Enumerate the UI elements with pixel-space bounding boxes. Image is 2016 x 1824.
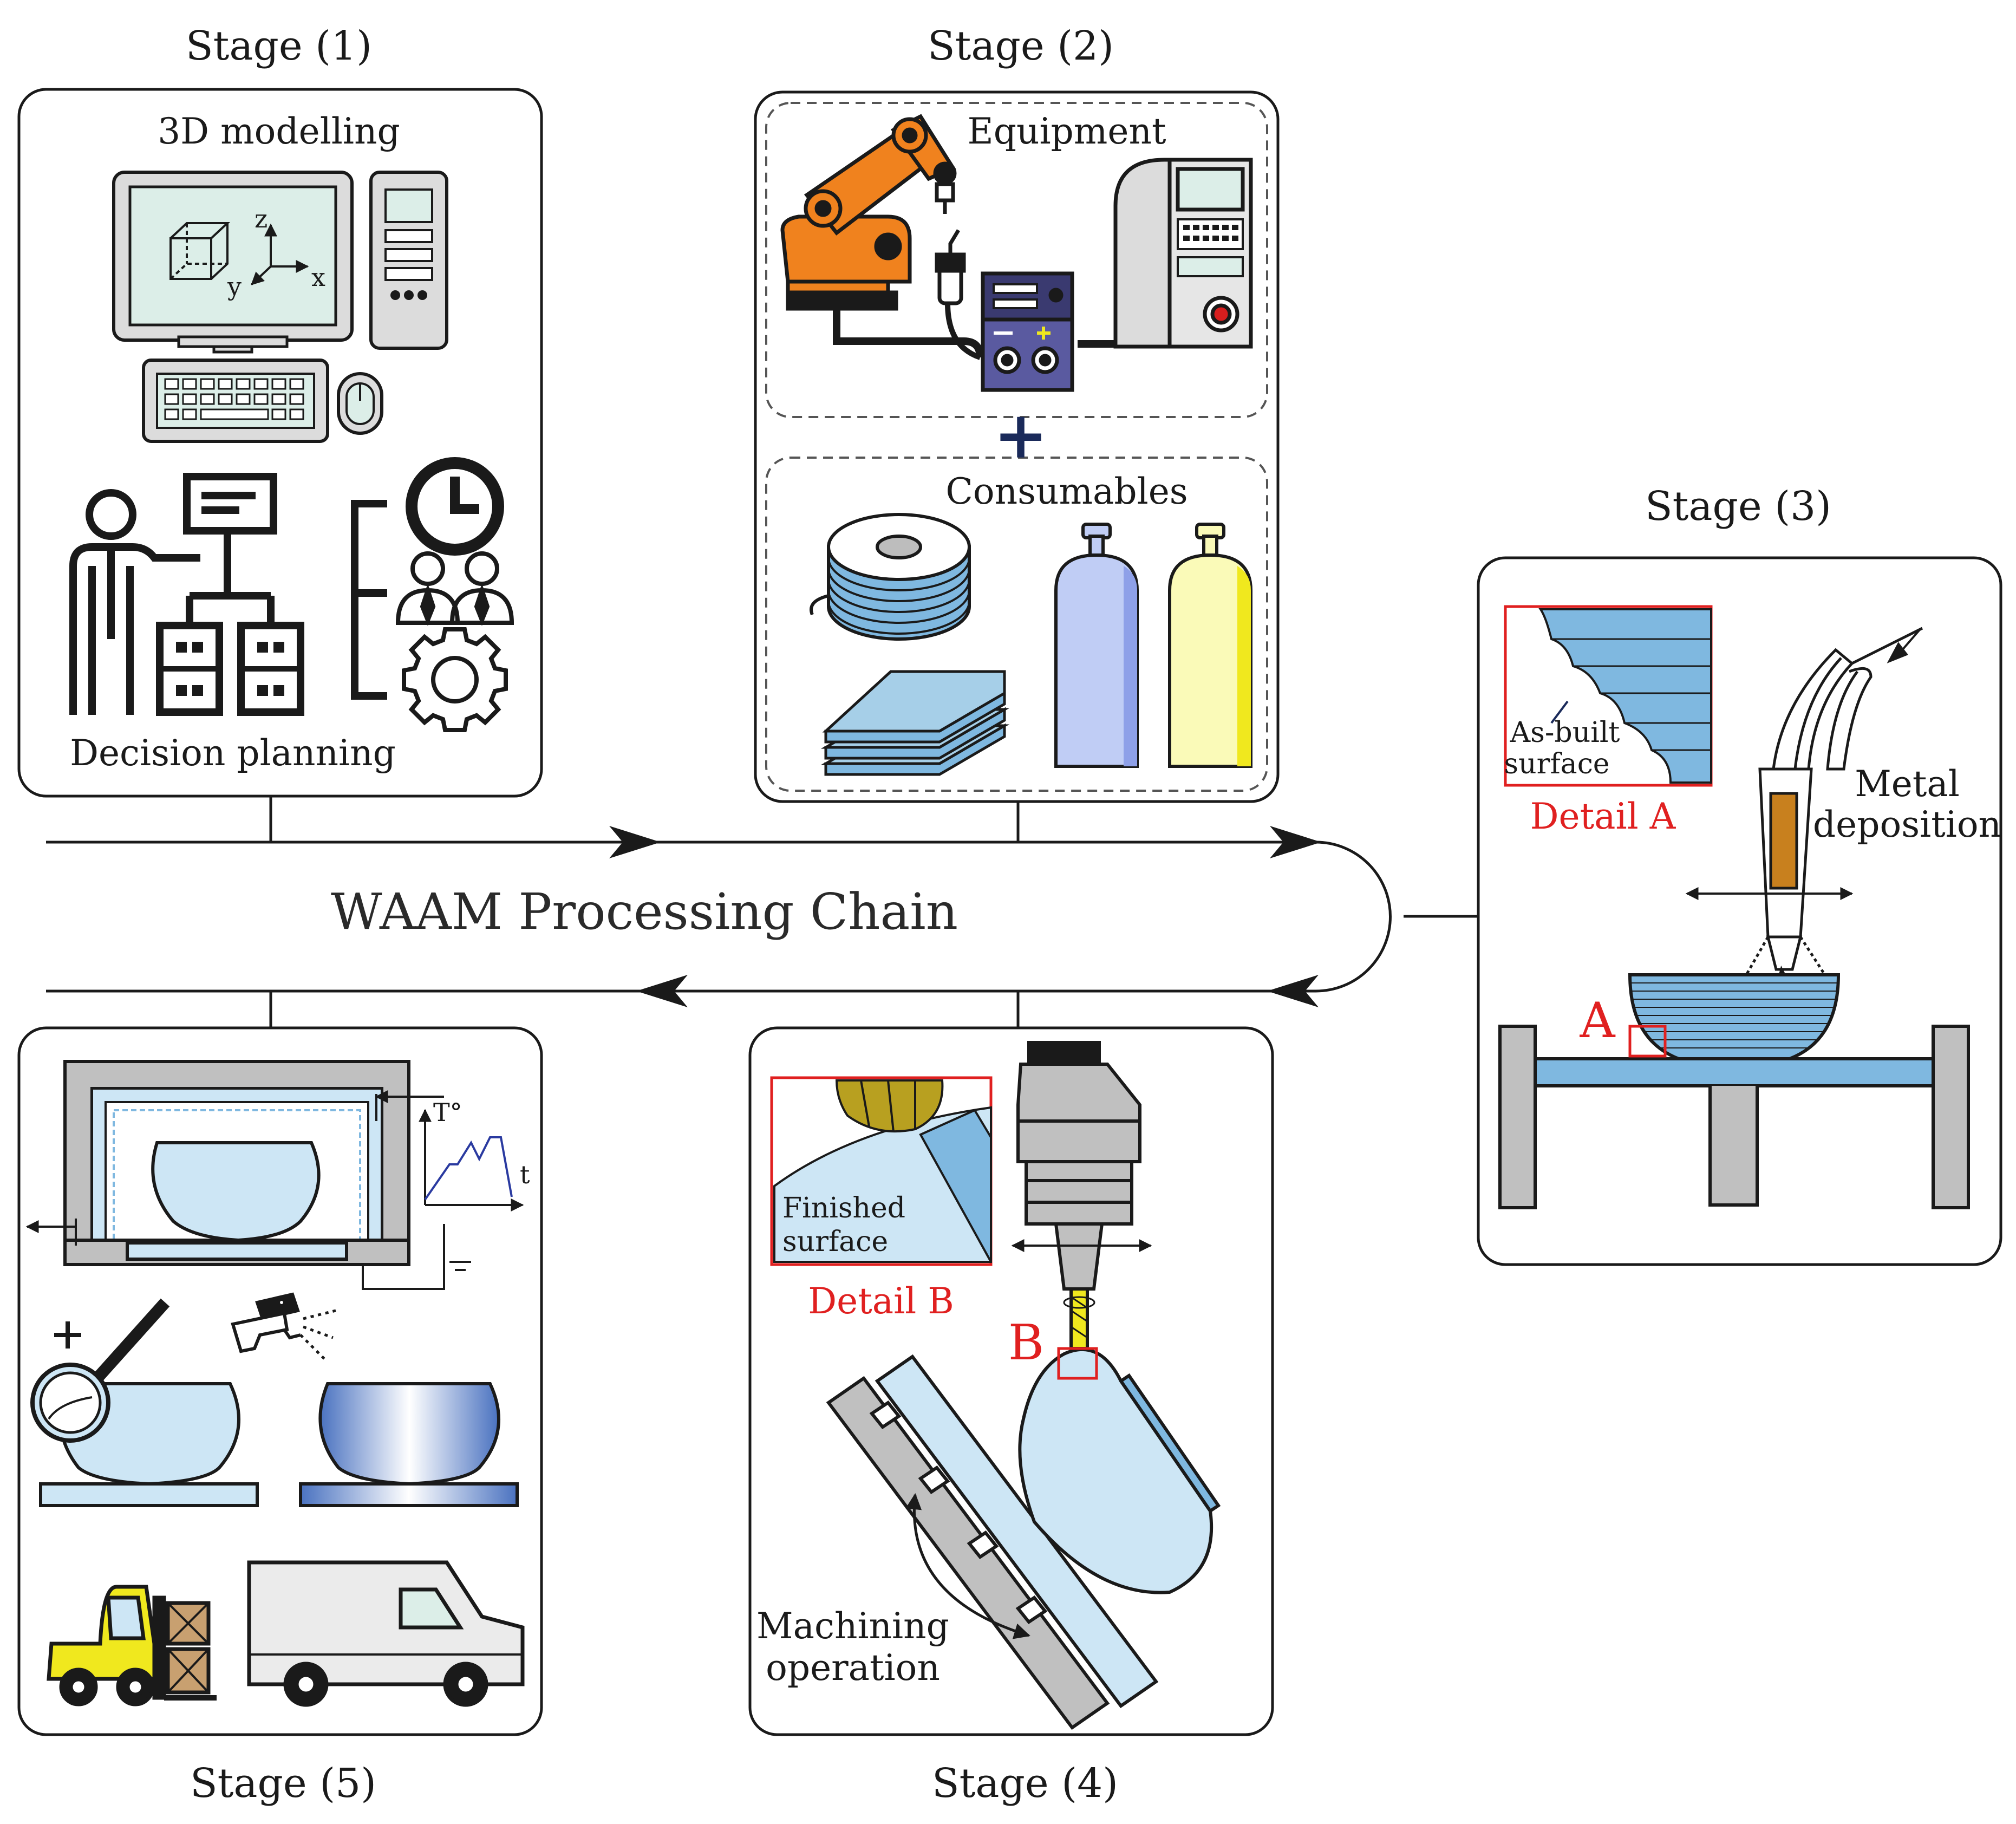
mouse-icon <box>337 372 383 435</box>
detail-b-caption: Detail B <box>808 1280 954 1322</box>
detail-a-inset: As-built surface <box>1504 605 1713 787</box>
org-chart-icon <box>156 473 304 716</box>
gear-icon <box>402 627 508 732</box>
welding-power-source-icon <box>981 271 1074 392</box>
forklift-icon <box>47 1585 217 1706</box>
detail-a-marker-box <box>1628 1025 1667 1058</box>
modelling-label: 3D modelling <box>158 110 400 152</box>
spray-gun-icon <box>231 1292 336 1360</box>
marker-b: B <box>1008 1314 1044 1371</box>
axis-y-label: y <box>227 272 242 301</box>
stage-5-panel: T° t <box>17 1026 543 1736</box>
stage-1-title: Stage (1) <box>186 23 372 69</box>
planning-label: Decision planning <box>70 732 396 774</box>
detail-b-inset: Finished surface <box>770 1076 993 1266</box>
chain-arrow-1 <box>609 826 661 858</box>
stage-3-panel: As-built surface Detail A Metal depositi… <box>1477 556 2002 1266</box>
deposition-table-icon <box>1498 1025 1970 1209</box>
people-icon <box>395 551 514 626</box>
stage-5-title: Stage (5) <box>190 1760 376 1807</box>
stage-3-title: Stage (3) <box>1645 483 1831 530</box>
gas-bottle-icon <box>1054 523 1139 768</box>
rotation-arrow <box>905 1493 1030 1639</box>
chain-arrow-3 <box>1267 975 1319 1007</box>
detail-b-marker-box <box>1057 1347 1098 1380</box>
robot-arm-icon <box>780 114 957 311</box>
stage-4-title: Stage (4) <box>932 1760 1118 1807</box>
axis-x-label: x <box>311 263 325 292</box>
graph-y-label: T° <box>433 1098 462 1127</box>
consumables-label: Consumables <box>945 471 1188 512</box>
gas-bottle-icon <box>1168 523 1252 768</box>
stage-2-panel: Equipment + Consumables <box>754 90 1280 803</box>
metal-plates-icon <box>820 670 1010 776</box>
clock-icon <box>406 457 504 556</box>
marker-a: A <box>1580 992 1616 1049</box>
stage-2-title: Stage (2) <box>928 23 1114 69</box>
graph-x-label: t <box>520 1160 530 1189</box>
computer-monitor-icon: z x y <box>112 171 354 354</box>
chain-arrows <box>609 826 1321 1007</box>
keyboard-icon <box>142 359 329 443</box>
operation-label: operation <box>766 1647 940 1689</box>
detail-b-text-2: surface <box>782 1226 888 1258</box>
machining-label: Machining <box>756 1605 949 1647</box>
wire-spool-icon <box>810 513 971 641</box>
plus-sign: + <box>994 397 1048 473</box>
welding-torch-icon <box>935 229 966 305</box>
detail-a-caption: Detail A <box>1530 796 1676 837</box>
detail-a-text-1: As-built <box>1510 716 1620 749</box>
side-label-deposition: deposition <box>1813 804 2001 845</box>
processing-chain <box>46 796 1478 1028</box>
chain-label: WAAM Processing Chain <box>331 883 958 941</box>
side-label-metal: Metal <box>1855 763 1960 805</box>
equipment-label: Equipment <box>968 110 1166 152</box>
cnc-controller-icon <box>1113 158 1253 349</box>
bracket <box>351 500 387 700</box>
detail-b-text-1: Finished <box>782 1192 905 1224</box>
pc-tower-icon <box>369 171 448 350</box>
chain-arrow-4 <box>636 975 688 1007</box>
detail-a-text-2: surface <box>1504 748 1609 780</box>
coated-part <box>299 1382 519 1507</box>
axis-z-label: z <box>255 204 268 233</box>
van-icon <box>247 1560 525 1707</box>
machined-part <box>1018 1347 1221 1594</box>
stage-1-panel: 3D modelling z x y <box>17 88 543 798</box>
presenter-icon <box>69 489 200 715</box>
heat-treatment-graph <box>419 1109 524 1211</box>
furnace-icon <box>25 1060 471 1290</box>
deposition-bowl <box>1628 973 1841 1060</box>
stage-4-panel: Finished surface Detail B <box>748 1026 1274 1736</box>
chain-arrow-2 <box>1270 826 1321 858</box>
magnifier-icon <box>30 1298 170 1443</box>
